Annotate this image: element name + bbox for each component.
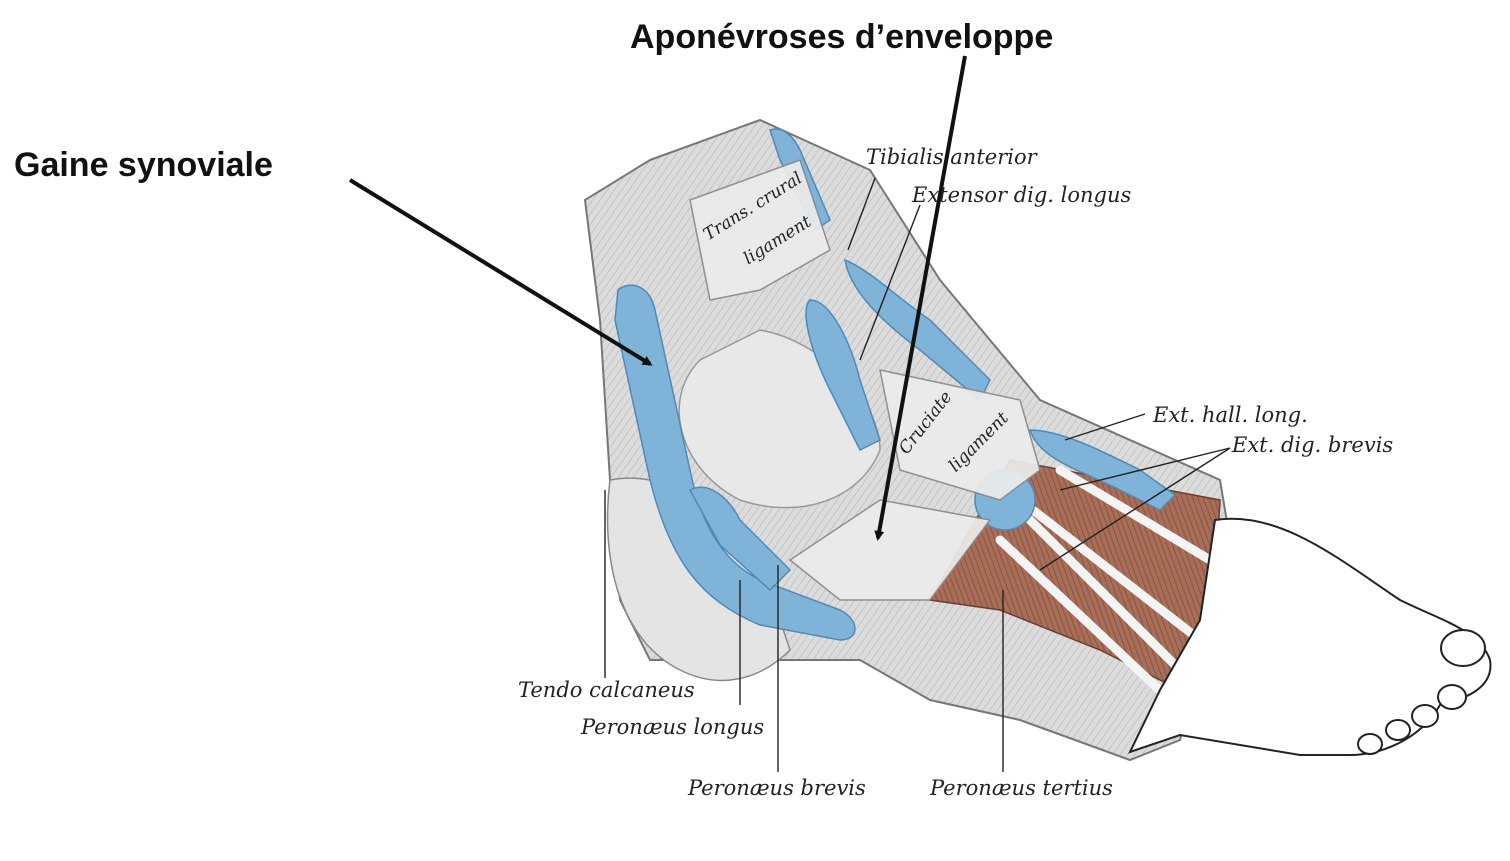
title-gaine-synoviale: Gaine synoviale xyxy=(14,146,273,184)
label-ext-hall-long: Ext. hall. long. xyxy=(1153,403,1308,427)
gaine-arrow xyxy=(348,178,653,366)
background-text-fragment xyxy=(0,290,14,350)
label-ext-dig-brevis: Ext. dig. brevis xyxy=(1232,433,1394,457)
label-peronaeus-longus: Peronæus longus xyxy=(581,715,765,739)
label-peronaeus-tertius: Peronæus tertius xyxy=(930,776,1113,800)
label-tibialis-anterior: Tibialis anterior xyxy=(866,145,1037,169)
retinaculum-bands xyxy=(689,159,1041,601)
label-peronaeus-brevis: Peronæus brevis xyxy=(688,776,866,800)
label-extensor-dig-longus: Extensor dig. longus xyxy=(912,183,1132,207)
foot-outline xyxy=(1128,517,1492,756)
extensor-tendons xyxy=(995,465,1215,705)
title-aponevroses: Aponévroses d’enveloppe xyxy=(630,18,1054,56)
leader-lines xyxy=(604,177,1231,772)
aponevrose-arrow xyxy=(874,55,967,541)
label-tendo-calcaneus: Tendo calcaneus xyxy=(518,678,695,702)
